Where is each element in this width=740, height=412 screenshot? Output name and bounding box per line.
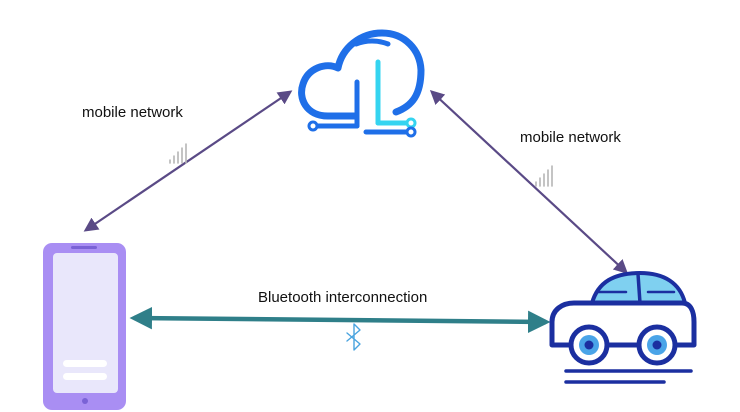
- bluetooth-interconnection-label: Bluetooth interconnection: [258, 289, 428, 306]
- mobile-network-label-left: mobile network: [82, 104, 183, 121]
- mobile-network-label-right: mobile network: [520, 129, 621, 146]
- bluetooth-link: [129, 306, 551, 334]
- smartphone-icon: [43, 243, 126, 410]
- signal-strength-icon-right: [535, 165, 553, 187]
- cloud-icon: [298, 29, 425, 138]
- car-icon: [549, 271, 697, 384]
- mobile-network-link-right: [429, 90, 629, 274]
- signal-strength-icon-left: [169, 143, 187, 164]
- mobile-network-link-left: [83, 90, 293, 232]
- bluetooth-icon: [346, 323, 361, 351]
